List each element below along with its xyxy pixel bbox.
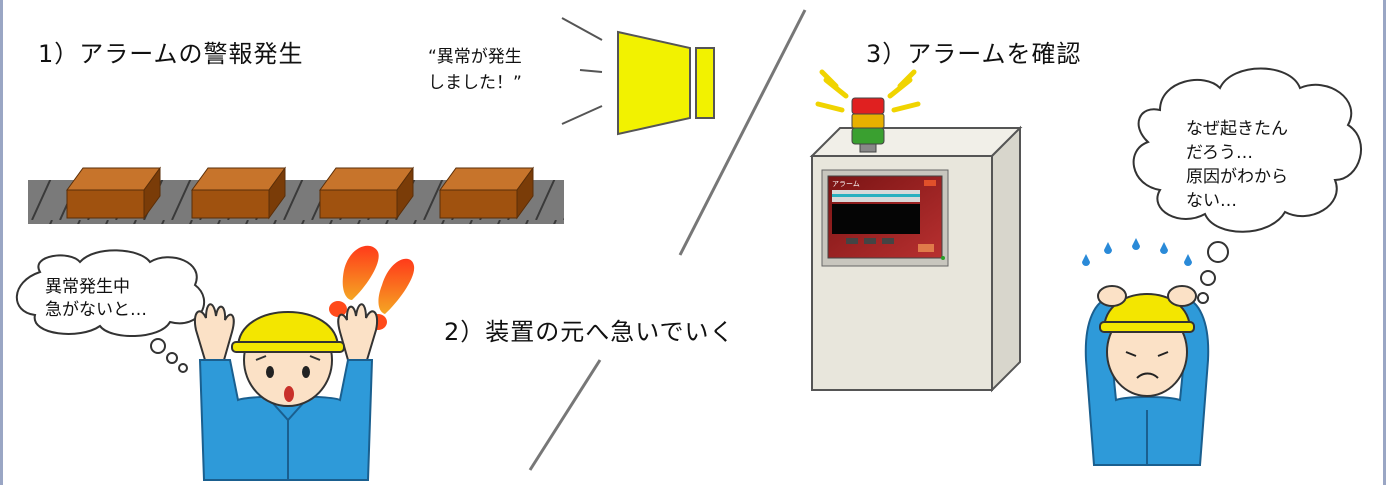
box-4 [439,166,534,220]
step-2-title: 2）装置の元へ急いでいく [444,318,735,346]
alarm-light-rays [815,69,921,113]
control-cabinet [809,69,1023,393]
worker2-troubled [1084,285,1210,466]
worker1-surprised [194,303,378,481]
worker1-thought-text: 異常発生中 急がないと… [45,277,147,320]
hmi-screen-title: アラーム [832,180,860,188]
box-3 [319,166,414,220]
boxes [66,166,534,220]
divider-line-lower [528,359,602,471]
worker2-thought-bubble [1132,67,1362,304]
step-3-title: 3）アラームを確認 [866,40,1082,68]
sweat-drops-icon [1082,238,1192,266]
box-2 [191,166,286,220]
alarm-speaker-icon [561,17,715,136]
step-1-title: 1）アラームの警報発生 [38,40,304,68]
divider-line [678,9,807,256]
speaker-quote: “異常が発生 しました！” [428,47,522,93]
worker2-thought-text: なぜ起きたん だろう… 原因がわから ない… [1186,119,1288,211]
box-1 [66,166,161,220]
worker1-thought-bubble [15,249,206,373]
